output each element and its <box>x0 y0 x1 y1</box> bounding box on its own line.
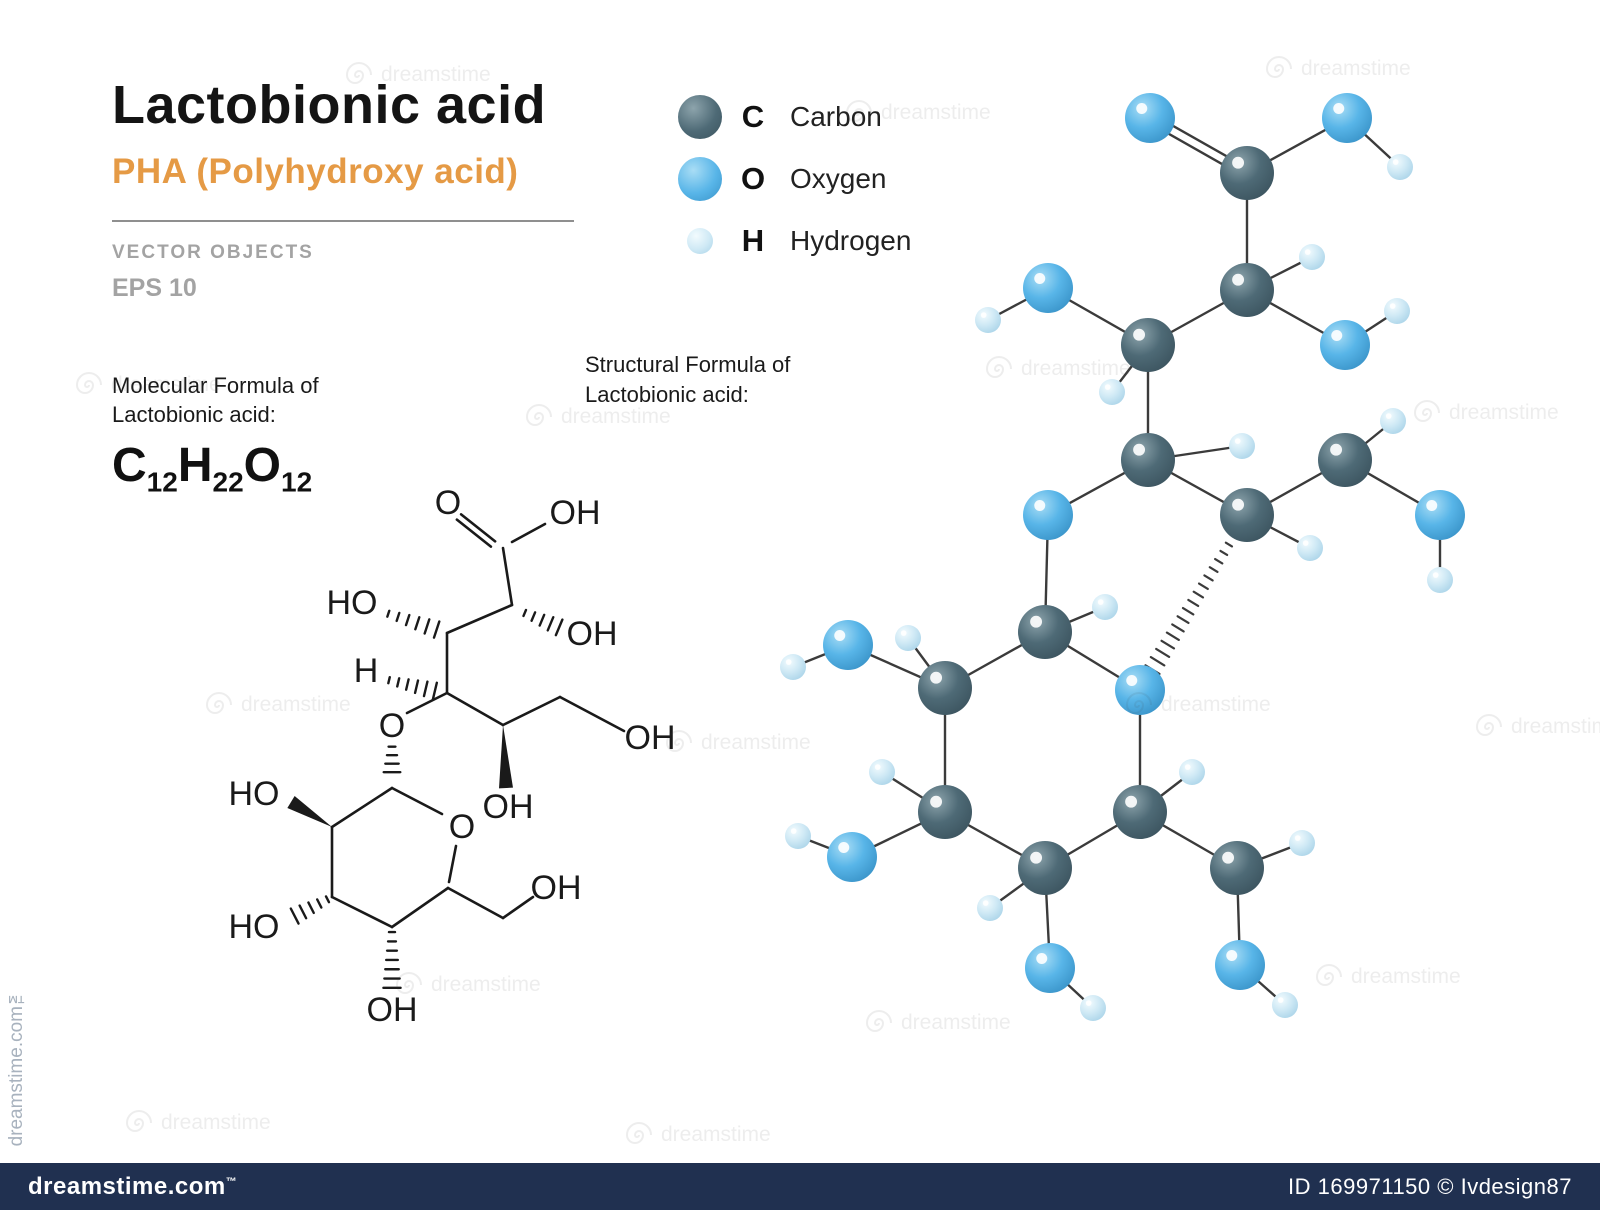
carbon-atom <box>918 661 972 715</box>
title-block: Lactobionic acid PHA (Polyhydroxy acid) … <box>112 74 574 303</box>
hydrogen-atom <box>1427 567 1453 593</box>
hydrogen-atom <box>977 895 1003 921</box>
hydrogen-atom <box>1289 830 1315 856</box>
hydrogen-atom <box>1384 298 1410 324</box>
carbon-atom <box>1220 146 1274 200</box>
carbon-ball-icon <box>678 95 722 139</box>
page-subtitle: PHA (Polyhydroxy acid) <box>112 152 519 191</box>
page-title: Lactobionic acid <box>112 75 547 135</box>
hydrogen-atom <box>1387 154 1413 180</box>
legend-item-hydrogen: H Hydrogen <box>676 210 911 272</box>
carbon-atom <box>918 785 972 839</box>
legend-symbol: O <box>740 161 766 196</box>
title-divider <box>112 220 574 222</box>
atom-label-o: O <box>435 484 461 522</box>
carbon-atom <box>1121 318 1175 372</box>
carbon-atom <box>1220 263 1274 317</box>
footer-bar: dreamstime.com™ ID 169971150 © Ivdesign8… <box>0 1163 1600 1210</box>
footer-site-text: dreamstime.com <box>28 1172 226 1200</box>
molecular-formula-heading: Molecular Formula of Lactobionic acid: <box>112 372 319 429</box>
carbon-atom <box>1210 841 1264 895</box>
image-credit: ID 169971150 © Ivdesign87 <box>1288 1173 1572 1199</box>
hydrogen-atom <box>1297 535 1323 561</box>
oxygen-atom <box>827 832 877 882</box>
legend-item-carbon: C Carbon <box>676 86 911 148</box>
dreamstime-wordmark: dreamstime.com™ <box>28 1173 237 1201</box>
molecule-3d-model <box>780 93 1465 1021</box>
molecular-formula-heading-line2: Lactobionic acid: <box>112 401 276 427</box>
hydrogen-atom <box>1299 244 1325 270</box>
hydrogen-atom <box>780 654 806 680</box>
oxygen-atom <box>1322 93 1372 143</box>
carbon-atom <box>1018 841 1072 895</box>
carbon-atom <box>1318 433 1372 487</box>
structural-formula-heading: Structural Formula of Lactobionic acid: <box>585 350 790 409</box>
oxygen-atom <box>823 620 873 670</box>
hydrogen-atom <box>1229 433 1255 459</box>
carbon-atom <box>1113 785 1167 839</box>
trademark-symbol: ™ <box>225 1175 238 1188</box>
structural-formula-heading-line2: Lactobionic acid: <box>585 381 749 407</box>
hydrogen-atom <box>785 823 811 849</box>
hydrogen-atom <box>1179 759 1205 785</box>
atom-label-ho: HO <box>229 775 280 813</box>
atom-label-oh: OH <box>567 615 618 653</box>
atom-label-h: H <box>354 652 379 690</box>
oxygen-atom <box>1023 263 1073 313</box>
oxygen-atom <box>1023 490 1073 540</box>
hydrogen-atom <box>1380 408 1406 434</box>
oxygen-atom <box>1125 93 1175 143</box>
watermark-vertical: dreamstime.com™ <box>6 984 27 1146</box>
hydrogen-atom <box>1092 594 1118 620</box>
oxygen-atom <box>1215 940 1265 990</box>
atom-label-oh: OH <box>483 788 534 826</box>
hydrogen-atom <box>869 759 895 785</box>
atom-label-o: O <box>449 808 475 846</box>
atom-label-ho: HO <box>327 584 378 622</box>
hydrogen-atom <box>895 625 921 651</box>
hydrogen-ball-icon <box>687 228 713 254</box>
legend-element-name: Oxygen <box>790 163 887 194</box>
atom-label-oh: OH <box>531 869 582 907</box>
molecular-formula: C12H22O12 <box>112 439 313 498</box>
hydrogen-atom <box>975 307 1001 333</box>
atom-label-oh: OH <box>367 991 418 1029</box>
legend-symbol: C <box>741 99 765 134</box>
legend-item-oxygen: O Oxygen <box>676 148 911 210</box>
carbon-atom <box>1220 488 1274 542</box>
vector-objects-label: VECTOR OBJECTS <box>112 242 314 263</box>
legend-element-name: Hydrogen <box>790 225 912 256</box>
hydrogen-atom <box>1099 379 1125 405</box>
oxygen-atom <box>1415 490 1465 540</box>
hydrogen-atom <box>1272 992 1298 1018</box>
carbon-atom <box>1018 605 1072 659</box>
molecular-formula-heading-line1: Molecular Formula of <box>112 373 319 398</box>
hydrogen-atom <box>1080 995 1106 1021</box>
oxygen-atom <box>1115 665 1165 715</box>
atom-label-oh: OH <box>550 494 601 532</box>
oxygen-atom <box>1025 943 1075 993</box>
legend-symbol: H <box>741 223 765 258</box>
atom-label-ho: HO <box>229 908 280 946</box>
eps-label: EPS 10 <box>112 274 197 302</box>
carbon-atom <box>1121 433 1175 487</box>
legend-element-name: Carbon <box>790 101 882 132</box>
oxygen-atom <box>1320 320 1370 370</box>
atom-label-oh: OH <box>625 719 676 757</box>
oxygen-ball-icon <box>678 157 722 201</box>
structural-formula-heading-line1: Structural Formula of <box>585 352 791 377</box>
atom-label-o: O <box>379 707 405 745</box>
